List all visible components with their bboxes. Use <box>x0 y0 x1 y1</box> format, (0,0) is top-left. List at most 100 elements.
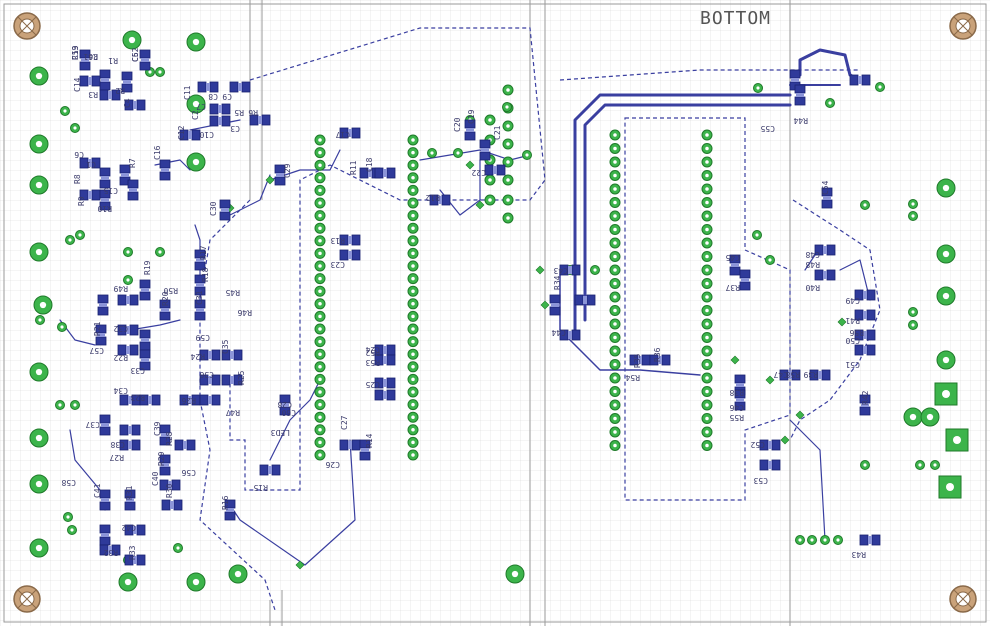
smd-component <box>479 139 491 161</box>
via-pad-icon <box>609 183 621 195</box>
marker-icon <box>765 375 775 385</box>
component-label: R10 <box>97 204 112 213</box>
smd-component <box>159 424 171 446</box>
component-label: C30 <box>209 201 218 216</box>
smd-component <box>95 324 107 346</box>
via-pad-icon <box>314 247 326 259</box>
via-pad-icon <box>609 399 621 411</box>
smd-component <box>359 439 371 461</box>
component-label: R6 <box>248 108 258 117</box>
component-label: C45 <box>725 253 740 262</box>
smd-component <box>854 289 876 301</box>
smd-component <box>99 89 121 101</box>
component-label: C24 <box>365 345 380 354</box>
via-pad-icon <box>920 407 940 427</box>
via-pad-icon <box>609 278 621 289</box>
component-label: R1 <box>108 56 118 65</box>
via-pad-icon <box>701 332 713 343</box>
via-pad-icon <box>314 386 326 398</box>
smd-component <box>99 544 121 556</box>
component-label: R19 <box>143 260 152 275</box>
smd-component <box>854 344 876 356</box>
via-pad-icon <box>795 535 805 545</box>
via-pad-icon <box>314 222 326 234</box>
via-pad-icon <box>314 373 326 385</box>
via-pad-icon <box>825 98 835 108</box>
via-pad-icon <box>314 273 326 285</box>
via-pad-icon <box>484 114 496 126</box>
component-label: R35 <box>633 353 642 368</box>
component-label: C57 <box>89 346 104 355</box>
via-pad-icon <box>407 386 419 398</box>
component-label: C28 <box>277 400 292 409</box>
component-label: C35 <box>221 339 230 354</box>
connector-pad-icon <box>945 428 969 452</box>
via-pad-icon <box>407 197 419 209</box>
via-pad-icon <box>122 30 142 50</box>
via-pad-icon <box>505 564 525 584</box>
via-pad-icon <box>314 260 326 272</box>
component-label: LED3 <box>271 428 290 437</box>
component-label: C59 <box>195 333 210 342</box>
smd-component <box>127 179 139 201</box>
component-label: C40 <box>151 471 160 486</box>
via-pad-icon <box>875 82 885 92</box>
via-pad-icon <box>155 67 165 77</box>
via-pad-icon <box>67 525 77 535</box>
via-pad-icon <box>314 449 326 461</box>
via-pad-icon <box>609 440 621 451</box>
component-label: C41 <box>93 483 102 498</box>
smd-component <box>199 394 221 406</box>
via-pad-icon <box>701 197 713 208</box>
smd-component <box>209 103 231 115</box>
via-pad-icon <box>701 413 713 424</box>
via-pad-icon <box>29 175 49 195</box>
component-label: R38 <box>729 388 744 397</box>
component-label: R54 <box>625 373 640 382</box>
component-label: R48 <box>805 260 820 269</box>
marker-icon <box>475 200 485 210</box>
smd-component <box>99 167 111 189</box>
via-pad-icon <box>155 247 165 257</box>
smd-component <box>194 249 206 271</box>
via-pad-icon <box>314 134 326 146</box>
component-label: C52 <box>750 440 765 449</box>
smd-component <box>209 115 231 127</box>
via-pad-icon <box>57 322 67 332</box>
via-pad-icon <box>807 535 817 545</box>
via-pad-icon <box>314 235 326 247</box>
component-label: R45 <box>225 288 240 297</box>
via-pad-icon <box>314 436 326 448</box>
via-pad-icon <box>701 386 713 397</box>
via-pad-icon <box>314 411 326 423</box>
via-pad-icon <box>186 94 206 114</box>
component-label: C23 <box>330 260 345 269</box>
component-label: R4 <box>88 52 98 61</box>
component-label: C53 <box>753 476 768 485</box>
component-label: C54 <box>821 180 830 195</box>
component-label: C11 <box>183 85 192 100</box>
smd-component <box>821 187 833 209</box>
via-pad-icon <box>123 247 133 257</box>
via-pad-icon <box>29 428 49 448</box>
via-pad-icon <box>701 210 713 222</box>
component-label: R36 <box>653 347 662 362</box>
component-label: R58 <box>785 370 800 379</box>
component-label: R52 <box>365 348 380 357</box>
smd-component <box>549 294 561 316</box>
smd-component <box>759 439 781 451</box>
component-label: C39 <box>153 421 162 436</box>
component-label: C4 <box>123 98 132 108</box>
smd-component <box>179 129 201 141</box>
component-label: C14 <box>73 77 82 92</box>
component-label: C43 <box>553 266 568 275</box>
via-pad-icon <box>407 424 419 436</box>
marker-icon <box>780 435 790 445</box>
component-label: R21 <box>93 321 102 336</box>
via-pad-icon <box>502 102 512 112</box>
via-pad-icon <box>701 291 713 303</box>
component-label: C42 <box>121 523 136 532</box>
component-label: R28 <box>165 431 174 446</box>
component-label: R5 <box>234 108 244 117</box>
